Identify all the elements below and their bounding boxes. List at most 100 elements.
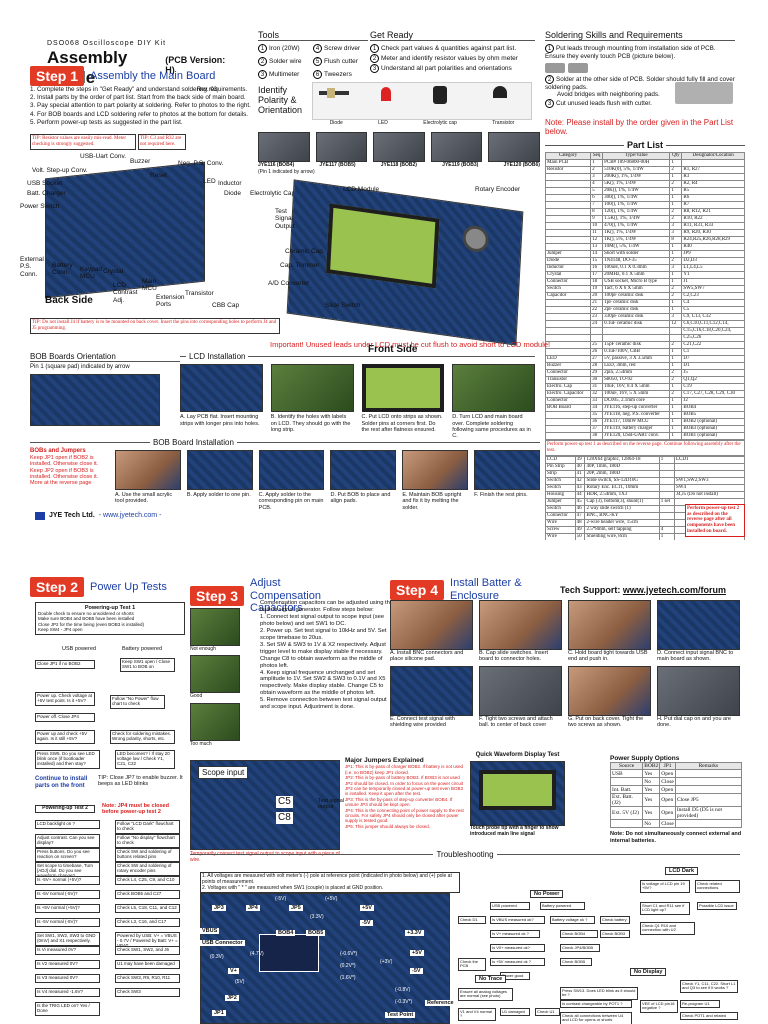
flow-step: Check D1: [458, 916, 486, 925]
label-step-up: Volt. Step-up Conv.: [32, 167, 88, 174]
table-cell: USB socket, Micro B type: [602, 278, 671, 287]
table-cell: 33: [590, 397, 604, 406]
test2-title: Powering-up Test 2: [35, 805, 95, 813]
bob-orient-photo: [30, 374, 160, 427]
label-cbb-cap: CBB Cap: [212, 302, 240, 309]
flow-step: Is V3 measured 0V?: [35, 974, 100, 983]
flow-step: Check battery: [600, 916, 630, 925]
brand-url[interactable]: - www.jyetech.com -: [98, 512, 162, 519]
table-cell: LCD: [545, 455, 576, 464]
table-cell: R2, R4: [681, 180, 745, 189]
table-cell: [544, 299, 592, 308]
label-neg-ps: Neg. P.S. Conv.: [178, 160, 224, 167]
table-cell: [590, 327, 604, 336]
table-cell: JYE116, step-up converter: [602, 404, 671, 413]
table-cell: Jumper: [545, 497, 576, 506]
table-cell: 46: [574, 504, 586, 513]
table-cell: LED: [544, 355, 592, 364]
table-cell: Yes: [642, 785, 661, 795]
table-cell: 1K(), 5%, 1/4W: [602, 236, 671, 245]
table-cell: Jumper: [544, 250, 592, 259]
flow-step: Possible LCD issue: [697, 902, 737, 911]
table-cell: 17: [590, 271, 604, 280]
get-ready-title: Get Ready: [370, 30, 535, 42]
label-ext-ps: External P.S. Conn.: [20, 256, 44, 278]
front-side-label: Front Side: [368, 344, 418, 355]
board-label: Test Point: [385, 1012, 416, 1019]
flow-step: Is -5V normal (-5V)?: [35, 918, 100, 927]
table-cell: Inductor: [544, 264, 592, 273]
table-cell: JYE119, battery charger: [602, 425, 671, 434]
table-cell: Open: [659, 806, 676, 821]
power-options-header: BOB2: [642, 762, 661, 771]
table-cell: 1: [669, 187, 683, 196]
board-label: JP1: [212, 1010, 226, 1017]
flow-step: Follow "No display" flowchart to check: [115, 834, 180, 848]
table-cell: [544, 187, 592, 196]
table-cell: [544, 313, 592, 322]
power-options-header: JP1: [659, 762, 676, 771]
bobs-jumpers: BOBs and Jumpers Keep JP1 open if BOB2 i…: [30, 448, 110, 486]
step3-instructions: Compensation capacitors can be adjusted …: [260, 600, 395, 711]
table-cell: 1: [669, 418, 683, 427]
table-cell: J2: [681, 397, 745, 406]
back-side-photo: [45, 161, 205, 299]
table-cell: [544, 194, 592, 203]
part-list-title: Part List: [627, 140, 664, 150]
table-cell: 1: [669, 201, 683, 210]
board-label: JP5: [289, 905, 303, 912]
tech-support-link[interactable]: www.jyetech.com/forum: [622, 585, 727, 595]
voltage-label: (-0.6V*): [340, 951, 358, 957]
table-cell: [544, 327, 592, 336]
label-test-signal: Test Signal Output: [275, 208, 295, 230]
label-slide-switch: Slide Switch: [325, 302, 361, 309]
flow-step: Check U1: [535, 1008, 560, 1017]
table-cell: 2: [669, 208, 683, 217]
table-cell: R8, R12, R21: [681, 208, 745, 217]
table-cell: Y1: [681, 271, 745, 280]
table-cell: 7: [590, 201, 604, 210]
part-list-header: Category: [544, 152, 592, 161]
flow-step: Check L3, C16, and C17: [115, 918, 180, 927]
table-cell: 100uH, 0.1 X 0.3mm: [602, 264, 671, 273]
table-cell: Int. Batt.: [609, 785, 644, 795]
flow-step: Is voltage of LCD pin 19 +5V?: [640, 880, 690, 893]
label-electrolytic: Electrolytic Cap.: [250, 190, 297, 197]
table-cell: 38: [590, 432, 604, 441]
table-cell: 1K(), 1%, 1/4W: [602, 229, 671, 238]
solder-joint-image: [545, 62, 565, 73]
table-cell: 14: [590, 250, 604, 259]
table-cell: Close JP5: [674, 793, 743, 808]
table-cell: [674, 785, 743, 795]
table-cell: Switch: [544, 285, 592, 294]
step4-caption: D. Connect input signal BNC to main boar…: [657, 650, 734, 663]
table-cell: C1: [681, 348, 745, 357]
table-cell: 1.5K(), 1%, 1/4W: [602, 215, 671, 224]
table-cell: 48: [574, 518, 586, 527]
voltage-label: (5V): [235, 979, 245, 985]
flow-step: Check SW1, SW2, and J6: [115, 946, 180, 955]
flow-step: Press SW5. Do you see LED blink once (if…: [35, 750, 100, 769]
flow-step: Is contrast changeable by POT1 ?: [560, 1000, 632, 1009]
table-cell: Switch: [545, 483, 576, 492]
polarity-parts-image: [312, 82, 532, 120]
table-row: C15,C16,C18,C20,C24,: [544, 327, 745, 336]
buzzer-tip: TIP: Close JP7 to enable buzzer. It beep…: [98, 775, 183, 788]
jumper-item: JP2: This is by-pass of battery BOB3. If…: [345, 775, 464, 797]
table-cell: Screw: [545, 525, 576, 534]
flow-step: LED becomes? / If stay 20 voltage low / …: [115, 750, 175, 769]
wave-not-enough: [190, 608, 240, 646]
table-cell: Transistor: [544, 376, 592, 385]
